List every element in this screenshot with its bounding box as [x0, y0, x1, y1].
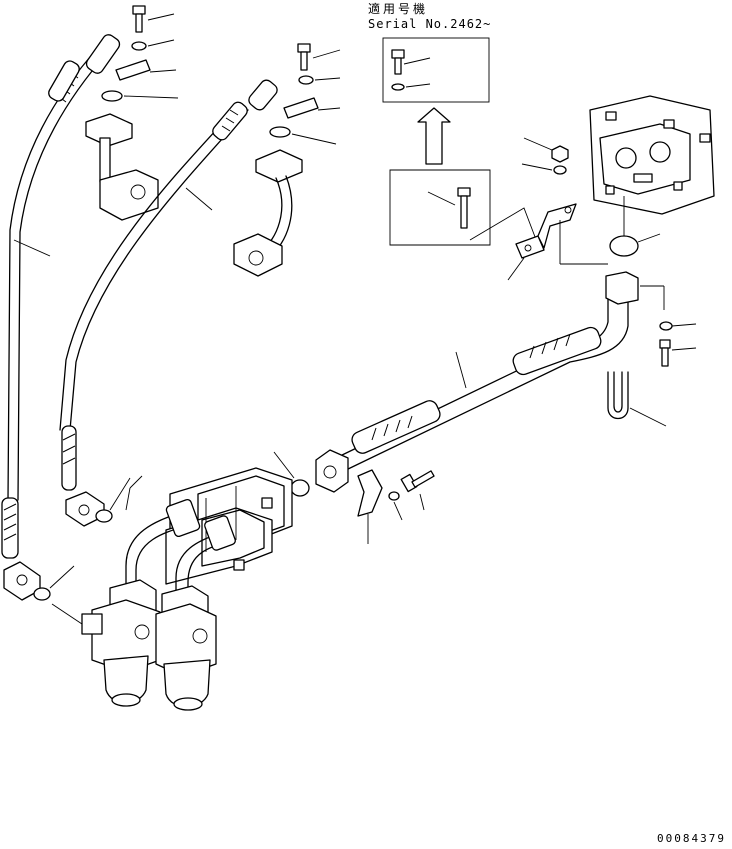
serial-inset-box [382, 37, 490, 103]
serial-number-label: Serial No.2462~ [368, 17, 492, 31]
applicability-heading: 適用号機 [368, 2, 429, 16]
hose-middle [59, 79, 278, 527]
o-ring-lower-left-2 [33, 565, 75, 601]
washer-top-2 [298, 75, 341, 85]
washer-right [659, 321, 697, 331]
pump-top-right [589, 95, 715, 236]
half-flange-top-1 [115, 59, 177, 81]
bracket [507, 203, 577, 281]
bolt-top-1 [132, 5, 175, 33]
motor-assembly [165, 467, 293, 585]
nut [523, 137, 569, 163]
o-ring-top-1 [101, 90, 179, 102]
pipe-long [315, 220, 639, 493]
adapter-block-1 [85, 113, 159, 221]
washer-top-1 [131, 39, 175, 51]
bolt-right [659, 339, 697, 367]
pipe-elbows-lower [125, 475, 236, 601]
valve-block-right [155, 585, 217, 711]
bracket-inset-box [389, 169, 541, 251]
u-bolt [607, 371, 667, 427]
washer-lower [388, 491, 403, 521]
valve-block-left [51, 579, 161, 707]
bolt-lower [400, 470, 435, 511]
hose-left-long [1, 34, 121, 601]
o-ring-top-2 [269, 126, 337, 145]
half-flange-top-2 [283, 97, 341, 119]
arrow-up [417, 107, 451, 165]
washer-pump [521, 163, 567, 175]
o-ring-pump [609, 233, 661, 257]
pipe-elbow-1 [233, 149, 303, 277]
bolt-top-2 [297, 43, 341, 71]
figure-number: 00084379 [657, 832, 726, 845]
half-flange-lower [357, 469, 383, 544]
o-ring-lower-left [95, 477, 131, 523]
